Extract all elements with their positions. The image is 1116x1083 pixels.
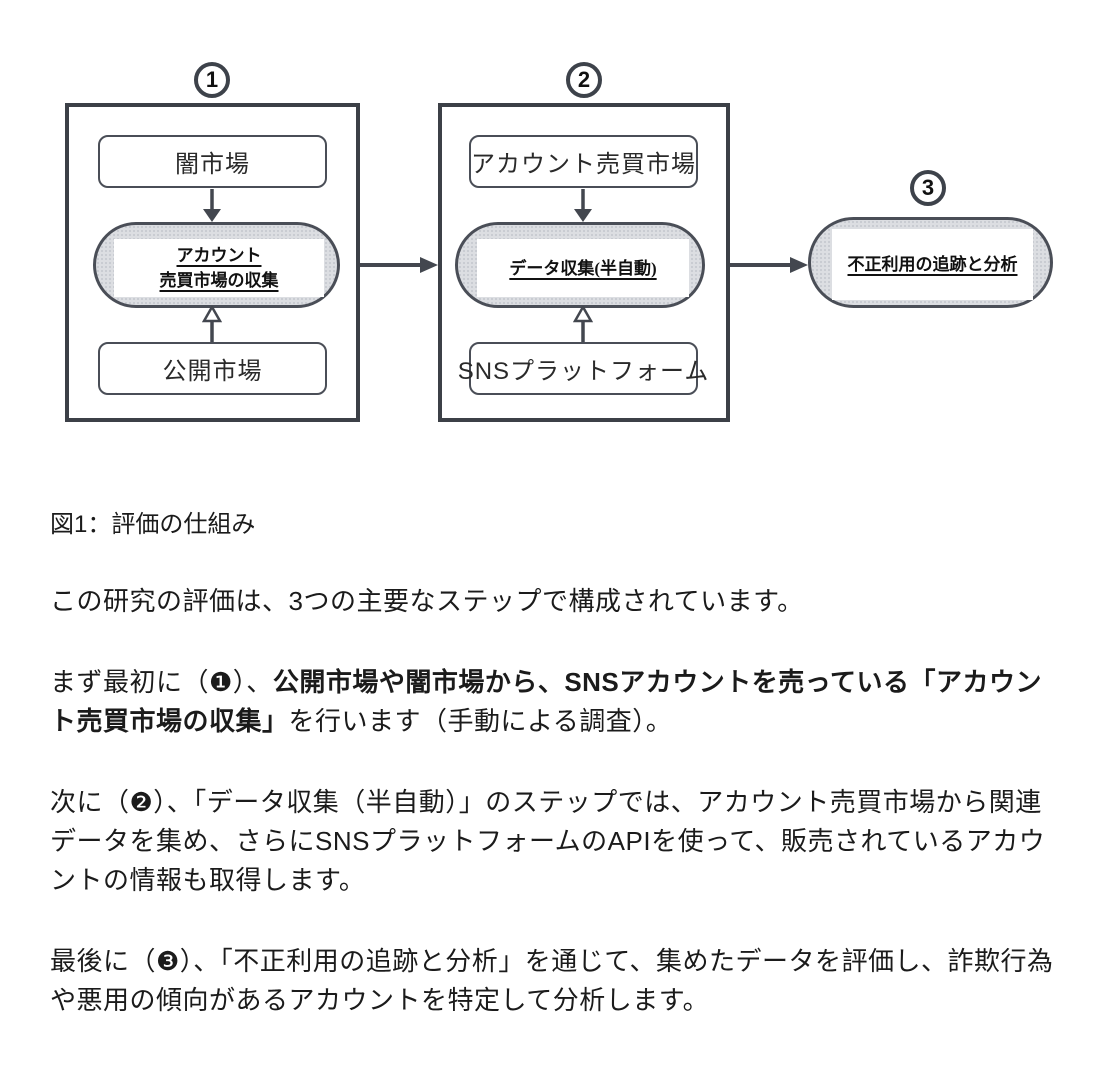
abuse-tracking-label: 不正利用の追跡と分析: [832, 229, 1033, 300]
step-3-number: 3: [921, 175, 935, 200]
figure-caption: 図1：評価の仕組み: [50, 511, 256, 538]
account-market-node: アカウント売買市場: [469, 135, 698, 188]
data-collection-label: データ収集(半自動): [477, 239, 689, 297]
step-1-number: 1: [205, 67, 219, 92]
arrow-right-icon: [360, 257, 438, 273]
arrow-down-icon: [574, 189, 592, 222]
dark-market-label: 闇市場: [175, 151, 250, 178]
step-1-number-badge: 1: [194, 62, 230, 98]
step-1-stadium: アカウント 売買市場の収集: [93, 222, 340, 308]
paragraph-step-2: 次に（❷）、「データ収集（半自動）」のステップでは、アカウント売買市場から関連デ…: [50, 787, 1046, 895]
step-2-stadium: データ収集(半自動): [455, 222, 705, 308]
step1-text-post: を行います（手動による調査）。: [288, 706, 673, 736]
public-market-node: 公開市場: [98, 342, 327, 395]
step1-text-pre: まず最初に（❶）、: [50, 667, 273, 697]
arrow-right-icon: [730, 257, 808, 273]
sns-platform-label: SNSプラットフォーム: [457, 358, 710, 385]
paragraph-step-3: 最後に（❸）、「不正利用の追跡と分析」を通じて、集めたデータを評価し、詐欺行為や…: [50, 946, 1054, 1015]
public-market-label: 公開市場: [162, 358, 263, 385]
paragraph-intro: この研究の評価は、3つの主要なステップで構成されています。: [50, 586, 804, 616]
account-market-label: アカウント売買市場: [471, 151, 696, 178]
step-3-number-badge: 3: [910, 170, 946, 206]
arrow-up-icon: [202, 306, 222, 342]
abuse-tracking-text: 不正利用の追跡と分析: [847, 255, 1018, 274]
step-2-number: 2: [577, 67, 591, 92]
evaluation-flow-diagram: 1 闇市場 アカウント 売買市場の収集 公開市場 2 アカウント売買市場: [0, 0, 1116, 460]
paragraph-step-1: まず最初に（❶）、公開市場や闇市場から、SNSアカウントを売っている「アカウント…: [50, 663, 1066, 741]
step1-text-bold: 公開市場や闇市場から、SNSアカウントを売っている「アカウント売買市場の収集」: [50, 667, 1042, 736]
sns-platform-node: SNSプラットフォーム: [458, 342, 708, 395]
dark-market-node: 闇市場: [98, 135, 327, 188]
description-text-block: 図1：評価の仕組み この研究の評価は、3つの主要なステップで構成されています。 …: [50, 460, 1066, 1020]
step-3-stadium: 不正利用の追跡と分析: [808, 217, 1053, 308]
collect-markets-line2: 売買市場の収集: [159, 271, 279, 290]
arrow-up-icon: [573, 306, 593, 342]
collect-markets-label: アカウント 売買市場の収集: [114, 239, 324, 297]
step-2-number-badge: 2: [566, 62, 602, 98]
arrow-down-icon: [203, 189, 221, 222]
collect-markets-line1: アカウント: [176, 246, 262, 265]
data-collection-text: データ収集(半自動): [509, 258, 657, 278]
